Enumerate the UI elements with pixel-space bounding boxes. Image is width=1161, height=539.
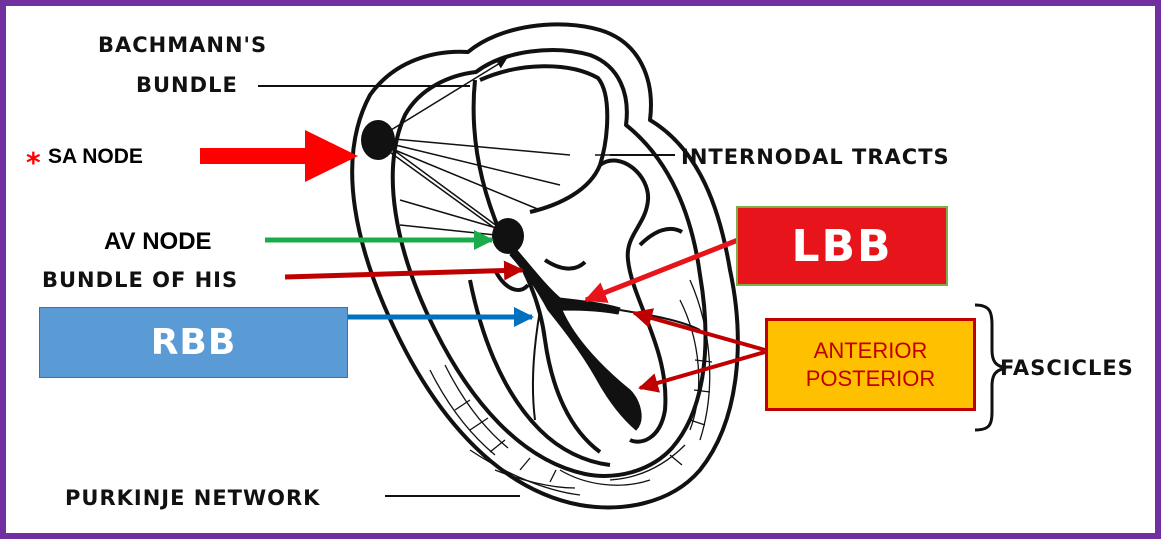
posterior-label: POSTERIOR bbox=[806, 365, 936, 393]
heart-outline bbox=[352, 24, 738, 507]
bundle-branches bbox=[510, 248, 700, 430]
his-arrow bbox=[285, 270, 522, 277]
bachmann-label-line2: BUNDLE bbox=[136, 73, 238, 97]
bachmann-label-line1: BACHMANN'S bbox=[98, 33, 267, 57]
purkinje-network bbox=[430, 280, 712, 495]
lbb-label: LBB bbox=[791, 221, 892, 272]
rbb-box: RBB bbox=[39, 307, 348, 378]
anterior-label: ANTERIOR bbox=[814, 337, 928, 365]
bundle-of-his-label: BUNDLE OF HIS bbox=[42, 268, 238, 292]
internodal-tracts-label: INTERNODAL TRACTS bbox=[681, 145, 950, 169]
av-node bbox=[492, 218, 524, 254]
purkinje-network-label: PURKINJE NETWORK bbox=[65, 486, 320, 510]
fascicles-box: ANTERIOR POSTERIOR bbox=[765, 318, 976, 411]
rbb-label: RBB bbox=[151, 322, 237, 363]
fascicles-label: FASCICLES bbox=[1000, 356, 1134, 380]
sa-node-label: SA NODE bbox=[48, 145, 143, 168]
sa-asterisk-icon: * bbox=[26, 146, 41, 179]
av-node-label: AV NODE bbox=[104, 228, 212, 255]
lbb-arrow bbox=[586, 240, 738, 300]
lbb-box: LBB bbox=[736, 206, 948, 286]
sa-arrow bbox=[200, 130, 358, 182]
sa-node bbox=[361, 120, 395, 160]
